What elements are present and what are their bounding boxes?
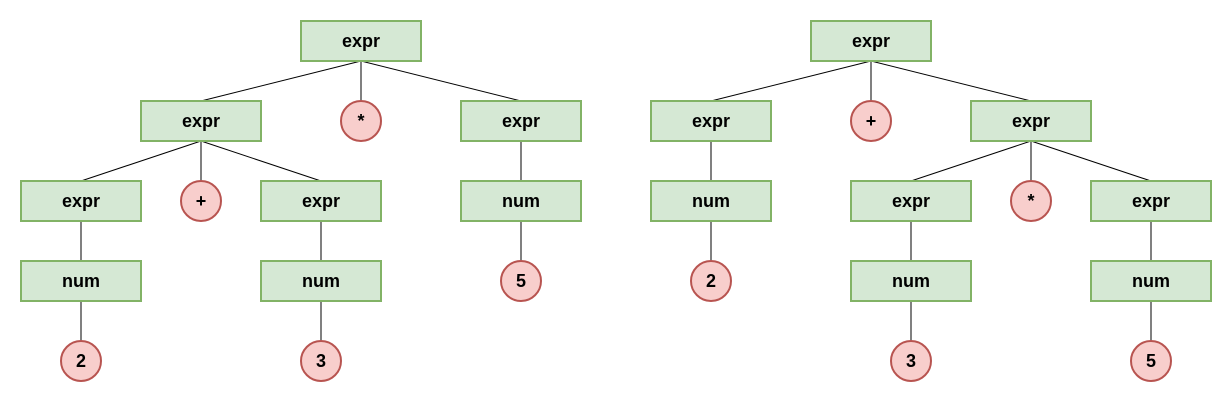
rule-node-label: num (302, 271, 340, 291)
left-tree-node-lr_val: 3 (300, 340, 342, 382)
rule-node-box (20, 180, 142, 222)
token-node-label: + (866, 111, 877, 131)
rule-node-box (260, 260, 382, 302)
left-tree-node-root: expr (300, 20, 422, 62)
token-node-label: 2 (76, 351, 86, 371)
rule-node-box (460, 180, 582, 222)
token-node-label: 3 (316, 351, 326, 371)
rule-node-label: expr (1012, 111, 1050, 131)
rule-node-label: expr (62, 191, 100, 211)
right-tree-edge-r_expr-to-rr_expr (1030, 140, 1152, 182)
token-node-label: 5 (1146, 351, 1156, 371)
right-tree-edge-root-to-r_expr (870, 60, 1032, 102)
left-tree-node-ll_val: 2 (60, 340, 102, 382)
rule-node-label: expr (342, 31, 380, 51)
rule-node-label: expr (1132, 191, 1170, 211)
token-node-circle (1130, 340, 1172, 382)
right-tree-node-l_expr: expr (650, 100, 772, 142)
rule-node-box (850, 180, 972, 222)
token-node-circle (890, 340, 932, 382)
right-tree-node-rr_expr: expr (1090, 180, 1212, 222)
token-node-circle (180, 180, 222, 222)
rule-node-box (650, 100, 772, 142)
left-tree-edge-l_expr-to-lr_expr (200, 140, 322, 182)
right-tree-node-rl_expr: expr (850, 180, 972, 222)
token-node-label: * (1027, 191, 1034, 211)
rule-node-box (1090, 180, 1212, 222)
rule-node-box (260, 180, 382, 222)
rule-node-box (850, 260, 972, 302)
rule-node-label: expr (852, 31, 890, 51)
right-tree-node-rr_val: 5 (1130, 340, 1172, 382)
token-node-label: * (357, 111, 364, 131)
right-tree-node-rl_val: 3 (890, 340, 932, 382)
token-node-label: + (196, 191, 207, 211)
token-node-label: 3 (906, 351, 916, 371)
rule-node-label: num (502, 191, 540, 211)
left-tree-node-ll_num: num (20, 260, 142, 302)
right-tree-node-r_expr: expr (970, 100, 1092, 142)
edges-layer (80, 60, 1152, 341)
right-tree-node-l_val: 2 (690, 260, 732, 302)
right-tree-node-times: * (1010, 180, 1052, 222)
token-node-circle (300, 340, 342, 382)
right-tree-node-l_num: num (650, 180, 772, 222)
left-tree-node-times: * (340, 100, 382, 142)
token-node-circle (1010, 180, 1052, 222)
token-node-circle (690, 260, 732, 302)
rule-node-box (300, 20, 422, 62)
rule-node-label: expr (892, 191, 930, 211)
left-tree-edge-root-to-r_expr (360, 60, 522, 102)
left-tree-node-lr_num: num (260, 260, 382, 302)
rule-node-label: num (892, 271, 930, 291)
token-node-circle (500, 260, 542, 302)
right-tree-node-rr_num: num (1090, 260, 1212, 302)
rule-node-label: expr (182, 111, 220, 131)
rule-node-label: expr (302, 191, 340, 211)
left-tree-node-ll_expr: expr (20, 180, 142, 222)
left-tree-node-r_expr: expr (460, 100, 582, 142)
left-tree-edge-root-to-l_expr (200, 60, 362, 102)
rule-node-box (460, 100, 582, 142)
rule-node-label: expr (692, 111, 730, 131)
rule-node-label: num (1132, 271, 1170, 291)
nodes-layer: expr expr * expr expr + expr num num num 5 2 3 expr ex… (20, 20, 1212, 382)
left-tree-node-r_val: 5 (500, 260, 542, 302)
right-tree-edge-root-to-l_expr (710, 60, 872, 102)
right-tree-node-plus: + (850, 100, 892, 142)
left-tree-node-r_num: num (460, 180, 582, 222)
token-node-circle (340, 100, 382, 142)
right-tree-node-root: expr (810, 20, 932, 62)
rule-node-box (20, 260, 142, 302)
token-node-circle (850, 100, 892, 142)
right-tree-edge-r_expr-to-rl_expr (910, 140, 1032, 182)
rule-node-box (1090, 260, 1212, 302)
rule-node-box (970, 100, 1092, 142)
rule-node-box (140, 100, 262, 142)
token-node-label: 2 (706, 271, 716, 291)
rule-node-box (650, 180, 772, 222)
token-node-circle (60, 340, 102, 382)
left-tree-edge-l_expr-to-ll_expr (80, 140, 202, 182)
rule-node-label: num (692, 191, 730, 211)
rule-node-label: num (62, 271, 100, 291)
left-tree-node-l_expr: expr (140, 100, 262, 142)
left-tree-node-plus: + (180, 180, 222, 222)
left-tree-node-lr_expr: expr (260, 180, 382, 222)
token-node-label: 5 (516, 271, 526, 291)
rule-node-box (810, 20, 932, 62)
rule-node-label: expr (502, 111, 540, 131)
right-tree-node-rl_num: num (850, 260, 972, 302)
